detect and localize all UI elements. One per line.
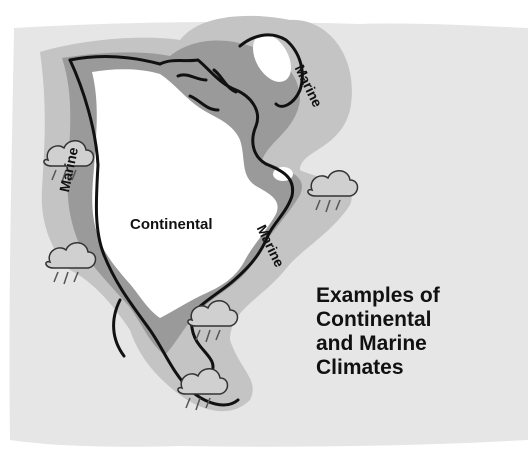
- rain-cloud-icon: [187, 300, 239, 343]
- bay-water: [253, 34, 291, 82]
- rain-cloud-icon: [307, 170, 359, 213]
- continental-zone: [92, 69, 278, 318]
- rain-cloud-icon: [177, 368, 229, 411]
- caption-line: Examples of: [316, 284, 440, 307]
- map-caption: Examples of Continental and Marine Clima…: [316, 284, 516, 380]
- caption-line: and Marine: [316, 332, 427, 355]
- rain-cloud-icon: [43, 140, 95, 183]
- caption-line: Continental: [316, 308, 432, 331]
- continental-label: Continental: [130, 216, 213, 233]
- caption-line: Climates: [316, 356, 404, 379]
- rain-cloud-icon: [45, 242, 97, 285]
